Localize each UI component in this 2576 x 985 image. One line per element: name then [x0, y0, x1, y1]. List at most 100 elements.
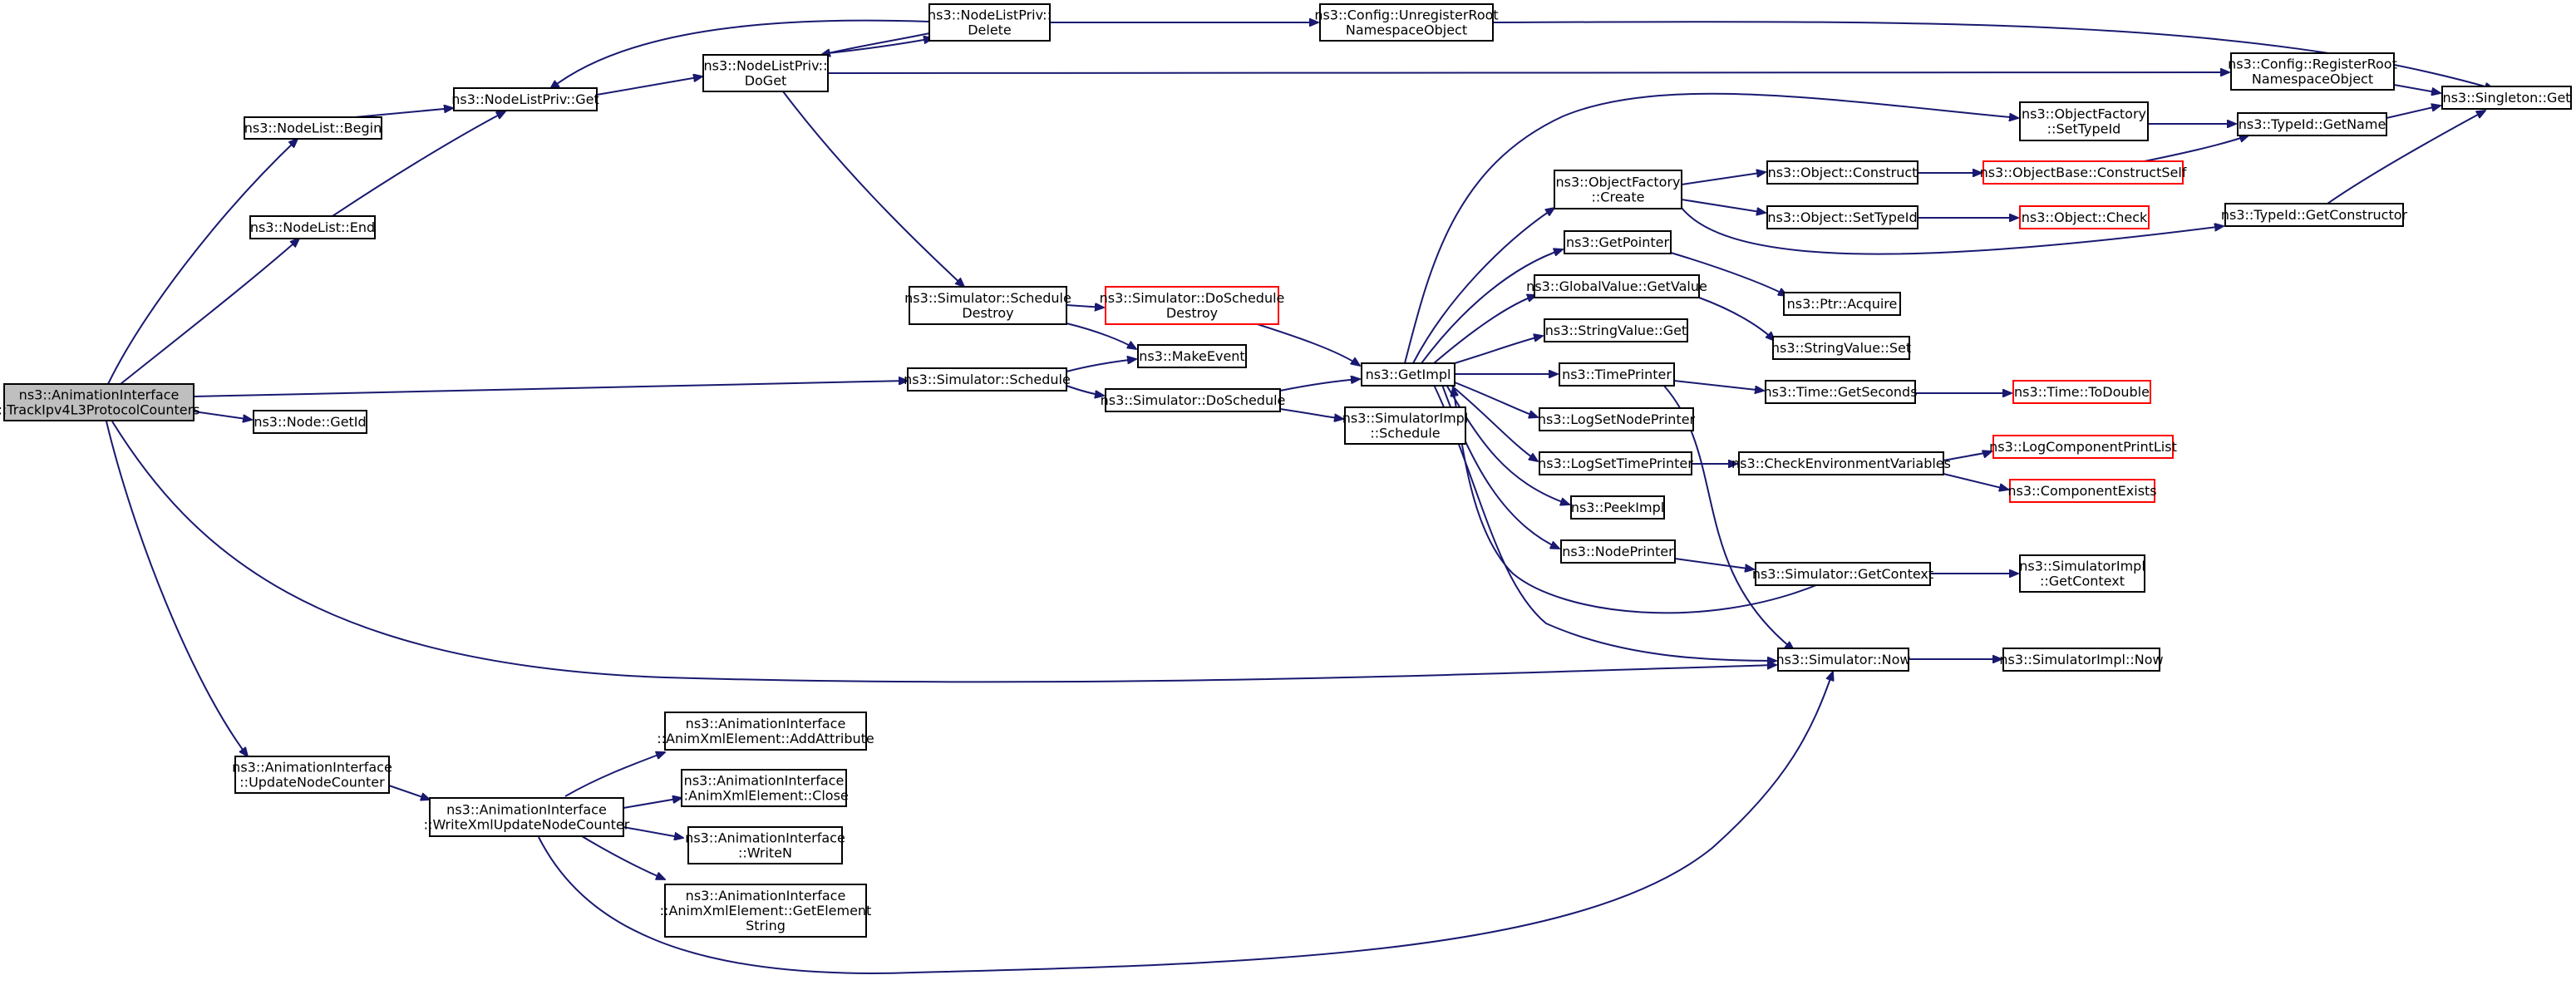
node-label-line: ns3::NodePrinter — [1562, 544, 1674, 559]
node-peek-impl[interactable]: ns3::PeekImpl — [1570, 495, 1665, 520]
node-box — [1544, 318, 1688, 342]
node-simimpl-schedule[interactable]: ns3::SimulatorImpl::Schedule — [1342, 406, 1469, 445]
node-label-line: ns3::SimulatorImpl — [2019, 559, 2145, 574]
edge — [1066, 323, 1136, 349]
node-nodelistpriv-delete[interactable]: ns3::NodeListPriv::Delete — [928, 3, 1052, 42]
node-label-line: ns3::GetPointer — [1566, 234, 1670, 250]
node-box — [1570, 495, 1665, 520]
node-box — [3, 383, 195, 421]
node-label-line: ns3::TypeId::GetConstructor — [2221, 207, 2408, 223]
node-get-impl[interactable]: ns3::GetImpl — [1361, 362, 1455, 387]
node-object-check[interactable]: ns3::Object::Check — [2019, 205, 2150, 229]
node-nodelistpriv-get[interactable]: ns3::NodeListPriv::Get — [451, 87, 599, 111]
node-label-line: ns3::TimePrinter — [1562, 367, 1672, 382]
node-label-line: ::WriteN — [738, 845, 792, 861]
node-sim-getcontext[interactable]: ns3::Simulator::GetContext — [1752, 562, 1933, 586]
node-ptr-acquire[interactable]: ns3::Ptr::Acquire — [1783, 292, 1901, 316]
node-singleton-get[interactable]: ns3::Singleton::Get — [2441, 86, 2572, 110]
node-objfactory-settypeid[interactable]: ns3::ObjectFactory::SetTypeId — [2019, 101, 2149, 141]
node-objectbase-constructself[interactable]: ns3::ObjectBase::ConstructSelf — [1980, 160, 2187, 185]
node-label-line: ns3::Time::GetSeconds — [1763, 384, 1917, 400]
node-time-printer[interactable]: ns3::TimePrinter — [1559, 362, 1675, 387]
node-box — [2009, 479, 2155, 503]
edge — [107, 139, 298, 385]
node-typeid-getname[interactable]: ns3::TypeId::GetName — [2237, 112, 2387, 136]
node-simimpl-getcontext[interactable]: ns3::SimulatorImpl::GetContext — [2019, 554, 2145, 593]
node-object-settypeid[interactable]: ns3::Object::SetTypeId — [1766, 205, 1918, 229]
node-label-line: ns3::Ptr::Acquire — [1787, 296, 1898, 312]
node-label-line: ns3::Object::SetTypeId — [1767, 209, 1917, 225]
edge — [1454, 336, 1543, 364]
nodes: ns3::AnimationInterface::TrackIpv4L3Prot… — [0, 3, 2572, 938]
node-time-todouble[interactable]: ns3::Time::ToDouble — [2012, 380, 2151, 404]
node-typeid-getconstructor[interactable]: ns3::TypeId::GetConstructor — [2221, 203, 2408, 227]
edge — [1433, 384, 1776, 661]
node-label-line: ns3::AnimationInterface — [686, 716, 846, 731]
node-log-set-time-printer[interactable]: ns3::LogSetTimePrinter — [1538, 451, 1693, 475]
node-box — [2019, 554, 2145, 593]
node-box — [1319, 3, 1494, 42]
node-box — [1534, 274, 1700, 298]
node-sim-now[interactable]: ns3::Simulator::Now — [1776, 648, 1911, 672]
node-anim-add-attribute[interactable]: ns3::AnimationInterface::AnimXmlElement:… — [657, 712, 874, 751]
node-simimpl-now[interactable]: ns3::SimulatorImpl::Now — [1999, 648, 2164, 672]
node-box — [2224, 203, 2404, 227]
node-label-line: ns3::AnimationInterface — [685, 830, 845, 846]
node-label-line: ::AnimXmlElement::GetElement — [660, 903, 872, 919]
node-stringvalue-set[interactable]: ns3::StringValue::Set — [1771, 336, 1911, 360]
node-log-set-node-printer[interactable]: ns3::LogSetNodePrinter — [1538, 407, 1696, 431]
node-node-getid[interactable]: ns3::Node::GetId — [253, 410, 367, 434]
node-box — [234, 756, 390, 794]
edge — [623, 798, 682, 809]
node-anim-close[interactable]: ns3::AnimationInterface::AnimXmlElement:… — [679, 769, 849, 807]
node-box — [2019, 205, 2150, 229]
node-write-xml-update-node-counter[interactable]: ns3::AnimationInterface::WriteXmlUpdateN… — [424, 797, 630, 837]
node-label-line: ns3::NodeListPriv:: — [928, 7, 1052, 23]
node-update-node-counter[interactable]: ns3::AnimationInterface::UpdateNodeCount… — [232, 756, 392, 794]
edge — [1066, 305, 1104, 308]
node-label-line: ns3::LogSetTimePrinter — [1538, 456, 1693, 471]
node-anim-write-n[interactable]: ns3::AnimationInterface::WriteN — [685, 826, 845, 864]
node-track-ipv4l3-protocol-counters[interactable]: ns3::AnimationInterface::TrackIpv4L3Prot… — [0, 383, 200, 421]
node-sim-schedule[interactable]: ns3::Simulator::Schedule — [904, 367, 1071, 392]
node-label-line: ns3::ObjectFactory — [1556, 175, 1681, 190]
node-box — [1559, 362, 1675, 387]
node-node-printer[interactable]: ns3::NodePrinter — [1560, 539, 1676, 564]
node-label-line: ::Schedule — [1370, 426, 1440, 441]
node-label-line: ns3::NodeList::End — [250, 219, 375, 235]
edge — [1943, 451, 1992, 461]
node-box — [249, 215, 376, 239]
node-make-event[interactable]: ns3::MakeEvent — [1137, 344, 1247, 368]
node-sim-do-schedule[interactable]: ns3::Simulator::DoSchedule — [1101, 388, 1286, 412]
edge — [564, 752, 665, 797]
node-globalvalue-getvalue[interactable]: ns3::GlobalValue::GetValue — [1526, 274, 1707, 298]
node-box — [1766, 205, 1918, 229]
node-log-component-printlist[interactable]: ns3::LogComponentPrintList — [1989, 435, 2177, 459]
node-nodelist-begin[interactable]: ns3::NodeList::Begin — [244, 116, 382, 140]
node-label-line: ns3::AnimationInterface — [684, 773, 845, 789]
edge — [1673, 380, 1764, 391]
node-nodelistpriv-doget[interactable]: ns3::NodeListPriv::DoGet — [702, 54, 829, 92]
node-check-environment-variables[interactable]: ns3::CheckEnvironmentVariables — [1731, 451, 1951, 475]
node-component-exists[interactable]: ns3::ComponentExists — [2007, 479, 2157, 503]
node-box — [1766, 160, 1918, 185]
node-label-line: ns3::AnimationInterface — [232, 760, 392, 776]
node-object-construct[interactable]: ns3::Object::Construct — [1766, 160, 1918, 185]
node-time-getseconds[interactable]: ns3::Time::GetSeconds — [1763, 380, 1918, 404]
edge — [1246, 320, 1360, 366]
node-objfactory-create[interactable]: ns3::ObjectFactory::Create — [1554, 170, 1682, 209]
node-get-pointer[interactable]: ns3::GetPointer — [1564, 230, 1672, 254]
node-label-line: ns3::CheckEnvironmentVariables — [1731, 456, 1951, 471]
node-label-line: ns3::AnimationInterface — [446, 802, 607, 818]
edge — [596, 76, 702, 96]
node-box — [907, 367, 1067, 392]
node-anim-get-element-string[interactable]: ns3::AnimationInterface::AnimXmlElement:… — [660, 884, 872, 938]
node-box — [1539, 407, 1694, 431]
node-box — [1361, 362, 1455, 387]
node-nodelist-end[interactable]: ns3::NodeList::End — [249, 215, 376, 239]
node-config-unregister-root[interactable]: ns3::Config::UnregisterRootNamespaceObje… — [1314, 3, 1499, 42]
node-stringvalue-get[interactable]: ns3::StringValue::Get — [1544, 318, 1688, 342]
